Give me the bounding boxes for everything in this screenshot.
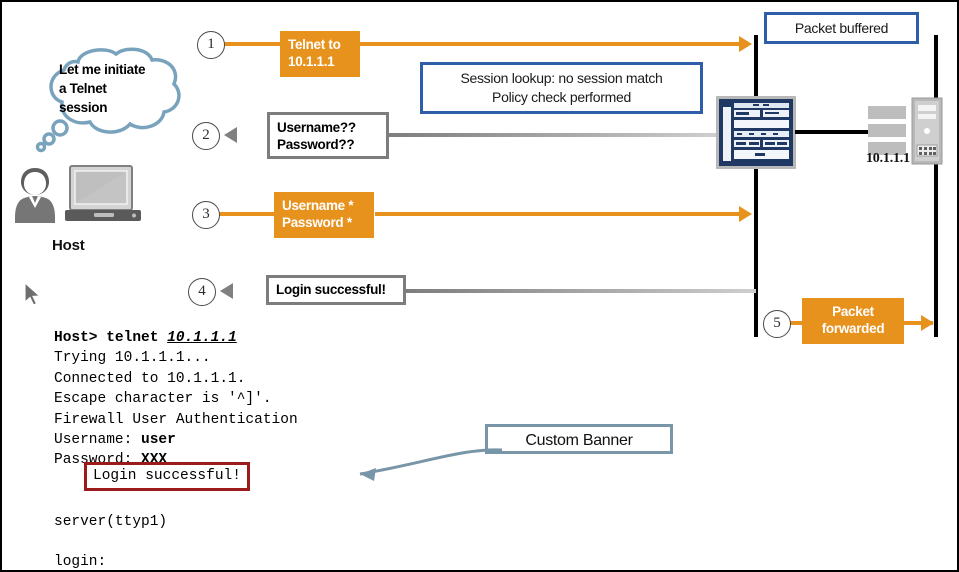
step-2-number: 2 bbox=[192, 122, 220, 150]
laptop-icon bbox=[65, 165, 141, 221]
terminal-line: Firewall User Authentication bbox=[54, 411, 298, 428]
step-1-label: Telnet to 10.1.1.1 bbox=[280, 31, 360, 77]
step-2-label-line-1: Username?? bbox=[277, 120, 356, 135]
thought-cloud-text: Let me initiate a Telnet session bbox=[59, 60, 169, 117]
step-2-label-line-2: Password?? bbox=[277, 137, 355, 152]
step-1-arrowhead bbox=[739, 36, 752, 52]
step-1-line-right bbox=[358, 42, 740, 46]
packet-buffered-callout: Packet buffered bbox=[764, 12, 919, 44]
step-5-label: Packet forwarded bbox=[802, 298, 904, 344]
step-1-line-left bbox=[222, 42, 287, 46]
step-2-line bbox=[387, 133, 717, 137]
mouse-cursor-icon bbox=[24, 282, 41, 306]
step-5-line-right bbox=[903, 321, 933, 325]
step-4-arrowhead bbox=[220, 283, 233, 299]
person-icon bbox=[15, 168, 55, 223]
session-lookup-line-1: Session lookup: no session match bbox=[460, 70, 663, 86]
username-label: Username: bbox=[54, 432, 142, 449]
step-3-arrowhead bbox=[739, 206, 752, 222]
server-ip-label: 10.1.1.1 bbox=[866, 151, 910, 166]
step-5-label-line-1: Packet bbox=[832, 304, 874, 319]
step-4-line bbox=[406, 289, 756, 293]
terminal-blank-line bbox=[54, 491, 298, 511]
server-timeline bbox=[934, 35, 938, 337]
step-2-arrowhead bbox=[224, 127, 237, 143]
firewall-chassis-icon bbox=[716, 96, 796, 169]
step-3-label: Username * Password * bbox=[274, 192, 374, 238]
terminal-line: Connected to 10.1.1.1. bbox=[54, 370, 246, 387]
firewall-timeline bbox=[754, 35, 758, 337]
step-3-line-right bbox=[375, 212, 740, 216]
step-3-line-left bbox=[218, 212, 278, 216]
step-2-label: Username?? Password?? bbox=[267, 112, 389, 159]
thought-cloud bbox=[35, 47, 181, 153]
terminal-blank-line bbox=[54, 532, 298, 552]
host-label: Host bbox=[52, 237, 85, 254]
step-5-arrowhead bbox=[921, 315, 934, 331]
terminal-line: Escape character is '^]'. bbox=[54, 391, 272, 408]
custom-banner-highlight: Login successful! bbox=[84, 462, 250, 492]
terminal-line-login: login: bbox=[54, 554, 107, 571]
step-3-number: 3 bbox=[192, 201, 220, 229]
step-4-label: Login successful! bbox=[266, 275, 406, 305]
server-icon bbox=[911, 97, 943, 165]
step-1-number: 1 bbox=[197, 31, 225, 59]
terminal-prompt: Host> bbox=[54, 330, 107, 346]
firewall-server-link bbox=[795, 130, 870, 134]
custom-banner-leader bbox=[359, 448, 503, 481]
step-1-label-line-2: 10.1.1.1 bbox=[288, 54, 335, 69]
session-lookup-line-2: Policy check performed bbox=[492, 89, 631, 105]
server-stack-icon bbox=[868, 106, 906, 155]
step-5-label-line-2: forwarded bbox=[821, 321, 885, 336]
step-4-number: 4 bbox=[188, 278, 216, 306]
step-3-label-line-1: Username * bbox=[282, 198, 354, 213]
step-3-label-line-2: Password * bbox=[282, 215, 352, 230]
terminal-command-arg: 10.1.1.1 bbox=[167, 330, 237, 346]
username-value: user bbox=[141, 432, 176, 449]
terminal-line: Trying 10.1.1.1... bbox=[54, 350, 211, 367]
terminal-line-username: Username: user bbox=[54, 430, 298, 450]
step-1-label-line-1: Telnet to bbox=[288, 37, 341, 52]
session-lookup-callout: Session lookup: no session match Policy … bbox=[420, 62, 703, 114]
step-5-number: 5 bbox=[763, 310, 791, 338]
terminal-command: telnet bbox=[106, 330, 168, 346]
custom-banner-callout: Custom Banner bbox=[485, 424, 673, 454]
terminal-line-command: Host> telnet 10.1.1.1 bbox=[54, 328, 298, 348]
step-5-line-left bbox=[789, 321, 804, 325]
terminal-line-server: server(ttyp1) bbox=[54, 513, 168, 530]
thought-line-3: session bbox=[59, 100, 108, 115]
thought-line-1: Let me initiate bbox=[59, 62, 146, 77]
thought-line-2: a Telnet bbox=[59, 81, 107, 96]
